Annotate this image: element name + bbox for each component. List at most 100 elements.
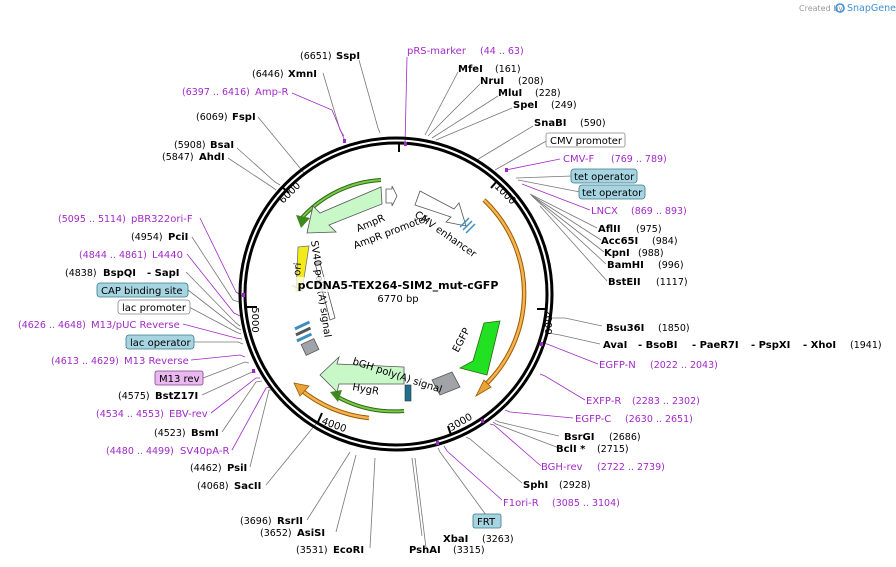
backbone-outer-ring [238, 136, 554, 452]
acc65i-name: Acc65I [601, 236, 638, 247]
arc-ampr-arrowhead [296, 215, 310, 228]
spei-pos: (249) [551, 100, 577, 111]
snabi-name: SnaBI [534, 118, 566, 129]
feature-frt-block [404, 384, 412, 402]
leader-cmv-promoter [494, 139, 549, 171]
labels-right: AflII (975) Acc65I (984) KpnI (988) BamH… [575, 224, 882, 425]
leader-xbai [411, 457, 423, 537]
egfp-c-range: (2630 .. 2651) [625, 414, 693, 425]
cap-binding-site-box [96, 282, 189, 298]
sacii-name: SacII [234, 481, 261, 492]
mfei-pos: (161) [495, 64, 521, 75]
ecori-name: EcoRI [333, 545, 364, 556]
leader-bsrgi [494, 419, 560, 437]
tick-6000: 6000 [277, 180, 303, 206]
leader-amp-r [291, 92, 346, 142]
leader-sphi [465, 436, 523, 484]
sv40pa-r-name: SV40pA-R [180, 446, 229, 457]
feature-ampr-promoter [385, 185, 398, 207]
psii-pos: (4462) [190, 463, 222, 474]
leader-pbr322ori-f [199, 217, 243, 297]
lncx-range: (869 .. 893) [631, 206, 687, 217]
xbai-pos: (3263) [482, 534, 514, 545]
leader-kpni [531, 195, 605, 253]
bsai-pos: (5908) [174, 140, 206, 151]
ahdi-pos: (5847) [162, 152, 194, 163]
orf-egfp-arrowhead [475, 379, 492, 398]
leader-pshai [414, 457, 427, 549]
feature-cmv-enhancer [414, 190, 467, 227]
psii-name: PsiI [227, 463, 247, 474]
sphi-pos: (2928) [559, 480, 591, 491]
tick-3000-mark [447, 425, 452, 436]
leader-bsai [236, 147, 281, 186]
leader-ebv-rev [210, 377, 260, 414]
bamhi-pos: (996) [658, 260, 684, 271]
m13puc-range: (4626 .. 4648) [18, 320, 86, 331]
amp-r-name: Amp-R [255, 87, 289, 98]
mlui-pos: (228) [535, 88, 561, 99]
asisi-name: AsiSI [297, 528, 325, 539]
f1ori-r-name: F1ori-R [503, 498, 539, 509]
leader-avai [547, 332, 601, 345]
leader-mlui [431, 95, 499, 139]
pcii-pos: (4954) [131, 232, 163, 243]
afliii-name: AflII [598, 224, 621, 235]
primer-mark-ebv [252, 369, 255, 373]
avai-pos: (1941) [850, 340, 882, 351]
leader-prs-marker [404, 56, 408, 146]
sphi-name: SphI [523, 480, 548, 491]
tick-2000: 2000 [542, 309, 553, 334]
sspi-pos: (6651) [300, 51, 332, 62]
bsmi-pos: (4523) [154, 428, 186, 439]
primer-marks [242, 139, 543, 445]
leader-lac-promoter [188, 306, 242, 335]
snapgene-logo-icon [835, 3, 845, 13]
bgh-rev-range: (2722 .. 2739) [597, 462, 665, 473]
credit-text: Created by [799, 4, 843, 13]
orf-egfp-arc [481, 199, 526, 389]
leader-ecori [369, 457, 376, 549]
bsrgi-pos: (2686) [609, 432, 641, 443]
m13-rev: M13 rev [159, 374, 200, 385]
plasmid-size: 6770 bp [377, 294, 418, 305]
feature-cap-lac [294, 320, 320, 356]
feature-tet-operators [459, 217, 476, 234]
ecori-pos: (3531) [296, 545, 328, 556]
leader-sspi [358, 59, 381, 134]
bstz17i-name: BstZ17I [155, 391, 198, 402]
leader-cmv-f [505, 158, 561, 171]
pbr322ori-f-name: pBR322ori-F [131, 214, 193, 225]
mlui-name: MluI [498, 88, 522, 99]
l4440-range: (4844 .. 4861) [79, 250, 147, 261]
orf-arcs [293, 198, 527, 421]
major-ticks [247, 142, 547, 436]
snabi-pos: (590) [580, 118, 606, 129]
frt-name: FRT [477, 517, 496, 528]
leader-lac-operator [194, 341, 244, 345]
leader-acc65i [530, 194, 602, 241]
cmv-f-name: CMV-F [563, 154, 594, 165]
primer-mark-cmvf [505, 168, 508, 172]
cap-binding-site: CAP binding site [101, 286, 183, 297]
pspxi-name: - PspXI [751, 340, 790, 351]
leader-spei [435, 107, 513, 141]
rsrii-name: RsrII [277, 516, 303, 527]
sspi-name: SspI [336, 51, 360, 62]
bsu36i-pos: (1850) [658, 323, 690, 334]
leader-mfei [424, 71, 459, 136]
fspi-name: FspI [232, 112, 256, 123]
leader-bsu36i [550, 317, 603, 327]
leader-egfp-c [504, 409, 574, 419]
exfp-r-range: (2283 .. 2302) [632, 396, 700, 407]
pcii-name: PciI [168, 232, 188, 243]
m13-reverse-range: (4613 .. 4629) [51, 356, 119, 367]
lncx-name: LNCX [591, 206, 618, 217]
tick-1000: 1000 [492, 181, 518, 207]
leader-m13rev-box [202, 361, 250, 379]
bsrgi-name: BsrGI [564, 432, 594, 443]
label-cmv-enhancer: CMV enhancer [412, 209, 479, 260]
arc-hygr [335, 395, 405, 413]
